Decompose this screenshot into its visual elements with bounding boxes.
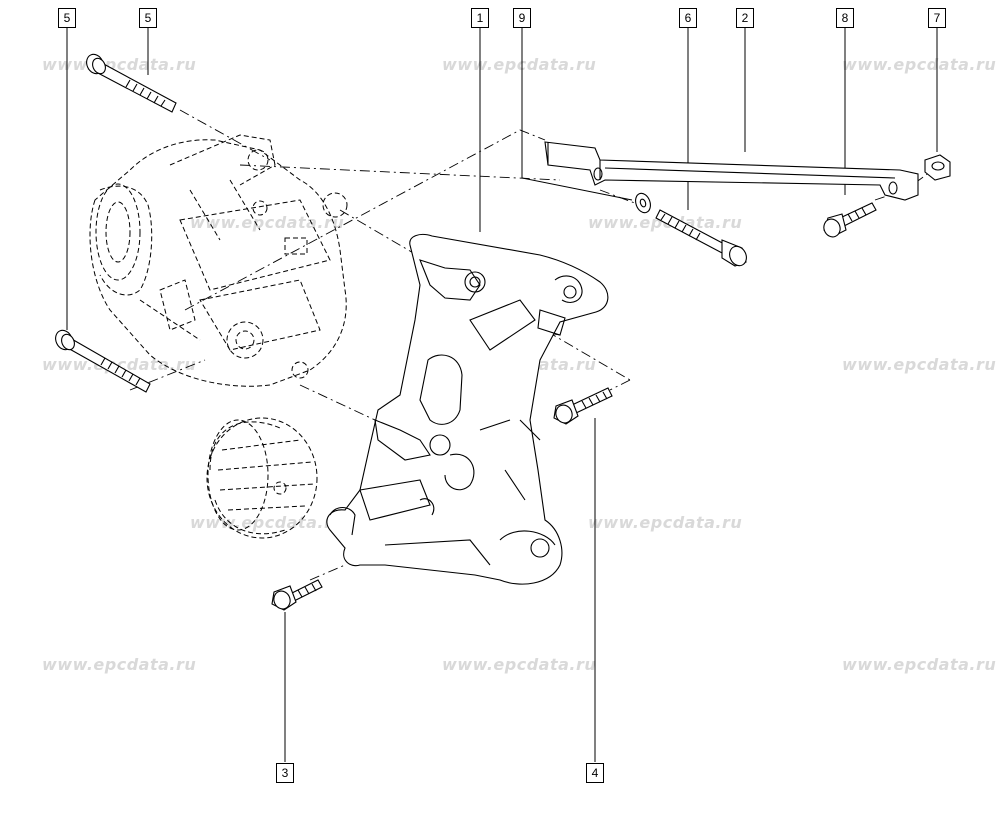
watermark: www.epcdata.ru (42, 355, 197, 374)
callout-1: 1 (471, 8, 489, 28)
bolt-4 (553, 387, 613, 425)
bolt-8 (823, 202, 877, 238)
watermark: www.epcdata.ru (588, 513, 743, 532)
callout-2: 2 (736, 8, 754, 28)
callout-3: 3 (276, 763, 294, 783)
washer (635, 192, 651, 214)
callout-4: 4 (586, 763, 604, 783)
bolt-6 (655, 209, 747, 267)
watermark: www.epcdata.ru (190, 213, 345, 232)
watermark: www.epcdata.ru (190, 513, 345, 532)
stay-rod (544, 141, 919, 201)
watermark: www.epcdata.ru (42, 55, 197, 74)
alternator (89, 134, 348, 387)
bolt-5-lower (55, 329, 151, 393)
pulley (206, 417, 318, 539)
callout-7: 7 (928, 8, 946, 28)
watermark: www.epcdata.ru (442, 655, 597, 674)
watermark: www.epcdata.ru (842, 355, 997, 374)
watermark: www.epcdata.ru (842, 55, 997, 74)
callout-9: 9 (513, 8, 531, 28)
bolt-3 (271, 579, 323, 611)
nut-7 (924, 154, 951, 181)
callout-5-right: 5 (139, 8, 157, 28)
callout-8: 8 (836, 8, 854, 28)
callout-5-left: 5 (58, 8, 76, 28)
callout-6: 6 (679, 8, 697, 28)
bolt-5-upper (86, 53, 177, 113)
watermark: www.epcdata.ru (842, 655, 997, 674)
bracket (326, 233, 609, 585)
watermark: www.epcdata.ru (42, 655, 197, 674)
